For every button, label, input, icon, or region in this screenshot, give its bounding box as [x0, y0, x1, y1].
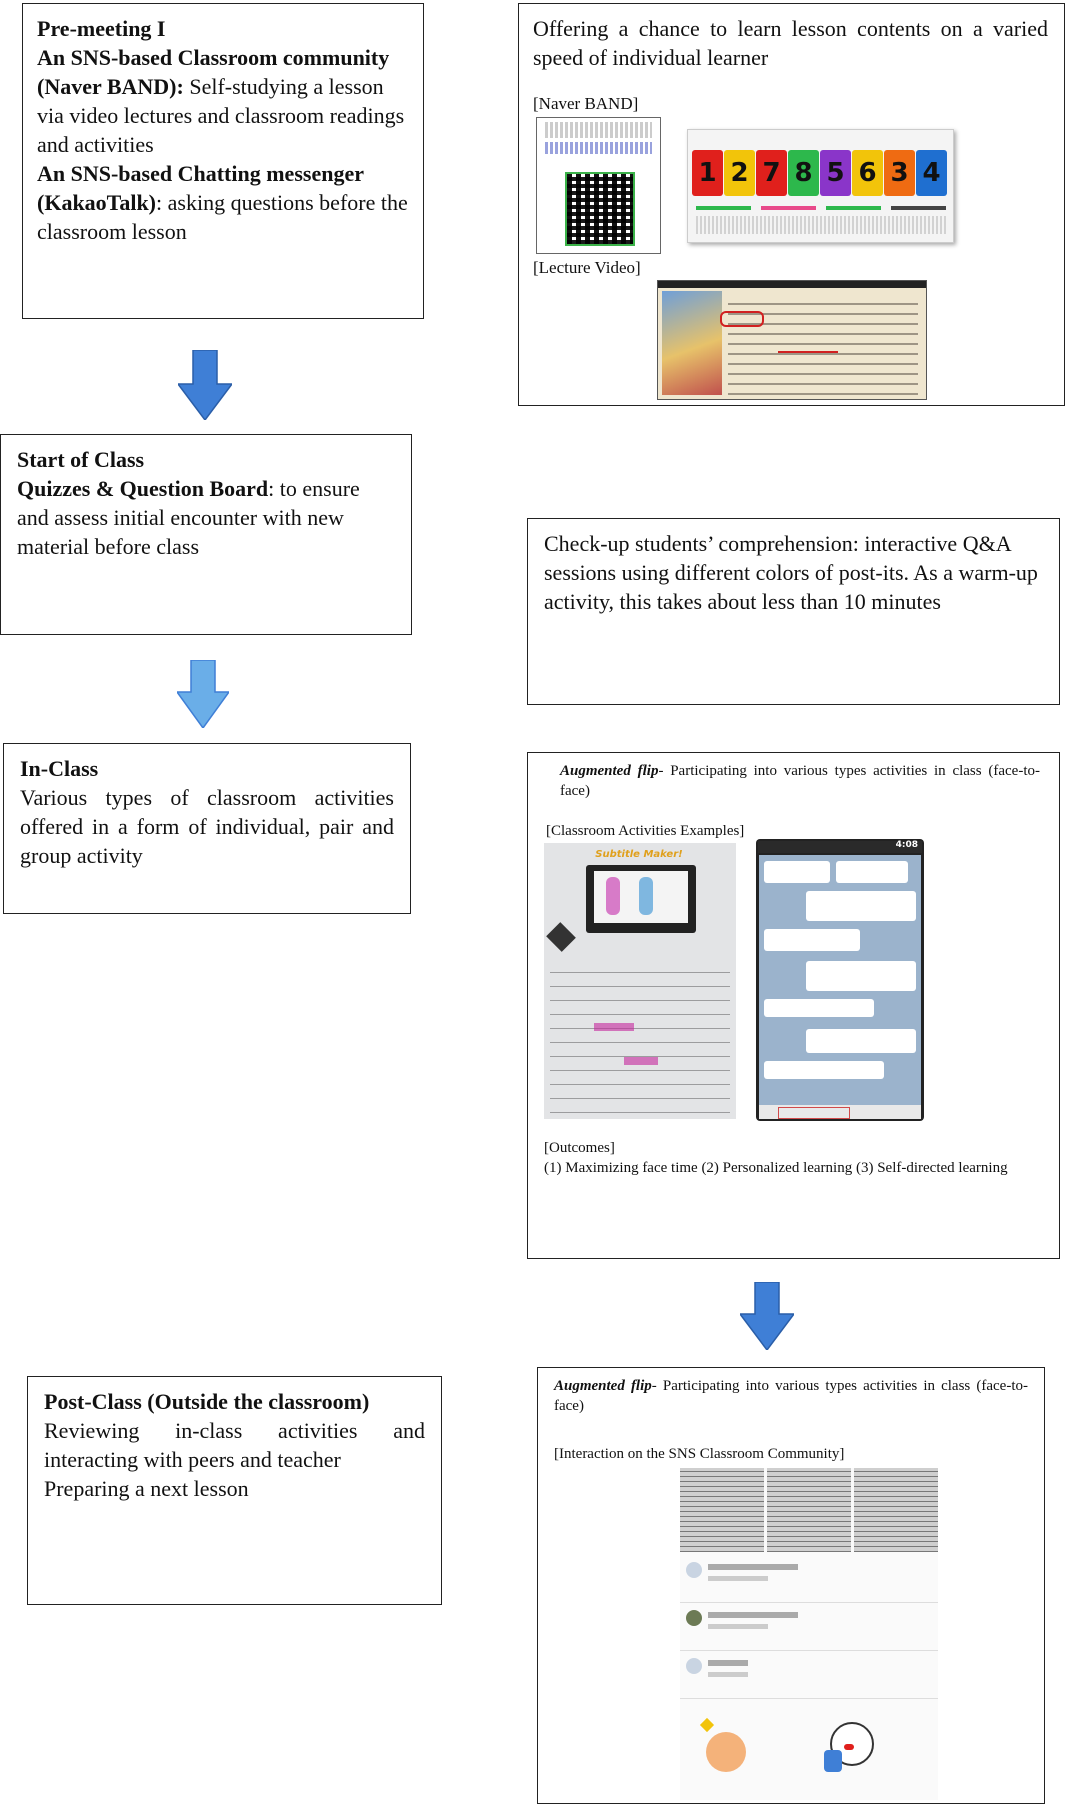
naver-band-label: [Naver BAND]	[533, 94, 639, 113]
interaction-label: [Interaction on the SNS Classroom Commun…	[554, 1446, 845, 1462]
post-class-line1: Reviewing in-class activities and intera…	[44, 1418, 425, 1472]
band-number-tile: 4	[916, 150, 947, 196]
down-arrow-2	[177, 660, 229, 728]
phone-time: 4:08	[895, 840, 918, 850]
down-arrow-3	[740, 1282, 794, 1350]
avatar	[686, 1610, 702, 1626]
premeeting-sns-chat-label: An SNS-based Chatting messenger (KakaoTa…	[37, 161, 364, 215]
comment-row	[680, 1556, 938, 1603]
premeeting-sns-chat-text: : asking questions before the classroom …	[37, 190, 408, 244]
augmented-flip-1-intro: Augmented flip- Participating into vario…	[560, 761, 1040, 801]
augmented-flip-1-lead: Augmented flip	[560, 763, 659, 779]
sns-community-screenshot	[680, 1468, 938, 1800]
premeeting-sns-chat: An SNS-based Chatting messenger (KakaoTa…	[37, 159, 409, 246]
qr-code-icon	[565, 172, 635, 246]
comment-row	[680, 1604, 938, 1651]
comment-row	[680, 1652, 938, 1699]
offering-text: Offering a chance to learn lesson conten…	[533, 16, 1048, 70]
band-number-tile: 8	[788, 150, 819, 196]
checkup-text: Check-up students’ comprehension: intera…	[544, 531, 1038, 614]
lecture-video-screenshot	[657, 280, 927, 400]
sticker-thumbs	[820, 1714, 876, 1780]
augmented-flip-2-lead: Augmented flip	[554, 1378, 652, 1394]
band-qr-panel	[536, 117, 661, 254]
outcomes-text: (1) Maximizing face time (2) Personalize…	[544, 1160, 1008, 1176]
start-of-class-body: Quizzes & Question Board: to ensure and …	[17, 474, 395, 561]
classroom-activities-label: [Classroom Activities Examples]	[546, 823, 745, 839]
augmented-flip-2-text: - Participating into various types activ…	[554, 1378, 1028, 1414]
post-class-title: Post-Class (Outside the classroom)	[44, 1389, 370, 1414]
quizzes-label: Quizzes & Question Board	[17, 476, 269, 501]
augmented-flip-box-2: Augmented flip- Participating into vario…	[537, 1367, 1045, 1804]
premeeting-box: Pre-meeting I An SNS-based Classroom com…	[22, 3, 424, 319]
band-number-tile: 2	[724, 150, 755, 196]
sticker-clap	[699, 1714, 752, 1780]
band-number-tile: 1	[692, 150, 723, 196]
avatar	[686, 1562, 702, 1578]
start-of-class-title: Start of Class	[17, 447, 145, 472]
post-class-line2: Preparing a next lesson	[44, 1476, 249, 1501]
offering-box: Offering a chance to learn lesson conten…	[518, 3, 1065, 406]
band-number-tile: 6	[852, 150, 883, 196]
augmented-flip-2-intro: Augmented flip- Participating into vario…	[554, 1376, 1028, 1416]
in-class-title: In-Class	[20, 756, 99, 781]
lecture-video-label: [Lecture Video]	[533, 258, 641, 277]
start-of-class-box: Start of Class Quizzes & Question Board:…	[0, 434, 412, 635]
in-class-text: Various types of classroom activities of…	[20, 785, 394, 868]
premeeting-sns-classroom: An SNS-based Classroom community (Naver …	[37, 43, 409, 159]
checkup-box: Check-up students’ comprehension: intera…	[527, 518, 1060, 705]
band-number-tile: 3	[884, 150, 915, 196]
worksheet-title: Subtitle Maker!	[595, 849, 683, 860]
premeeting-sns-classroom-label: An SNS-based Classroom community (Naver …	[37, 45, 390, 99]
quizzes-text: : to ensure and assess initial encounter…	[17, 476, 360, 559]
avatar	[686, 1658, 702, 1674]
in-class-box: In-Class Various types of classroom acti…	[3, 743, 411, 914]
band-number-tile: 7	[756, 150, 787, 196]
down-arrow-1	[178, 350, 232, 420]
premeeting-sns-classroom-text: Self-studying a lesson via video lecture…	[37, 74, 405, 157]
worksheet-photo: Subtitle Maker!	[544, 843, 736, 1119]
outcomes-label: [Outcomes]	[544, 1140, 615, 1156]
augmented-flip-1-text: - Participating into various types activ…	[560, 763, 1040, 799]
augmented-flip-box-1: Augmented flip- Participating into vario…	[527, 752, 1060, 1259]
phone-chat-screenshot: 4:08	[756, 839, 924, 1121]
premeeting-title: Pre-meeting I	[37, 16, 166, 41]
band-number-tile: 5	[820, 150, 851, 196]
post-class-box: Post-Class (Outside the classroom) Revie…	[27, 1376, 442, 1605]
